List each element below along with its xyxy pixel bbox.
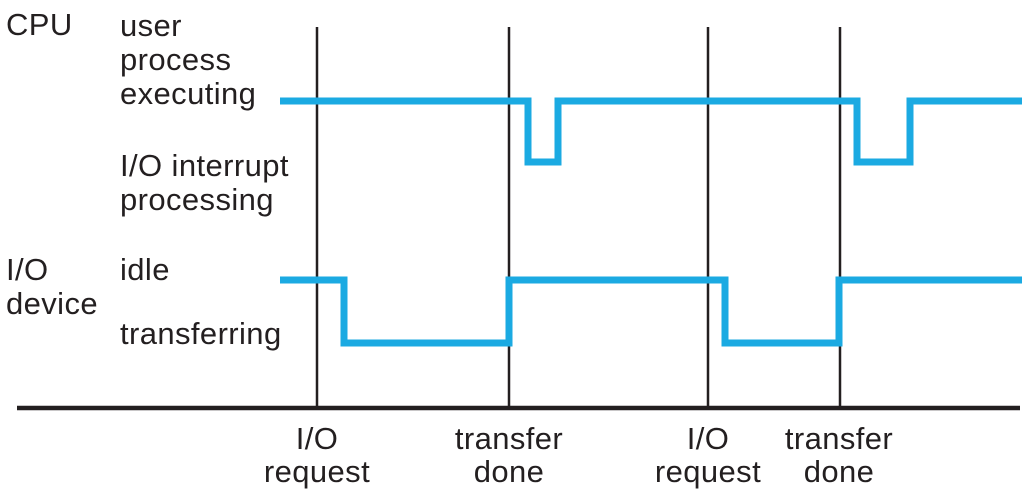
cpu-state-executing-label: user process executing bbox=[120, 8, 257, 111]
event-label-line: done bbox=[473, 454, 545, 489]
event-label-transfer-done-2: transfer done bbox=[729, 422, 949, 488]
event-label-line: transfer bbox=[454, 421, 564, 456]
event-label-transfer-done-1: transfer done bbox=[399, 422, 619, 488]
cpu-row-label: CPU bbox=[6, 7, 73, 42]
device-state-transferring-label: transferring bbox=[120, 316, 282, 351]
cpu-state-interrupt-label: I/O interrupt processing bbox=[120, 148, 289, 217]
event-label-io-request-1: I/O request bbox=[207, 422, 427, 488]
device-state-idle-label: idle bbox=[120, 252, 170, 287]
event-label-line: done bbox=[803, 454, 875, 489]
event-label-line: I/O bbox=[686, 421, 730, 456]
event-label-io-request-2: I/O request bbox=[598, 422, 818, 488]
cpu-waveform bbox=[280, 97, 1022, 166]
event-label-line: request bbox=[263, 454, 371, 489]
event-label-line: request bbox=[654, 454, 762, 489]
event-label-line: I/O bbox=[295, 421, 339, 456]
event-label-line: transfer bbox=[784, 421, 894, 456]
device-waveform bbox=[280, 276, 1022, 347]
io-device-row-label: I/O device bbox=[6, 252, 99, 321]
